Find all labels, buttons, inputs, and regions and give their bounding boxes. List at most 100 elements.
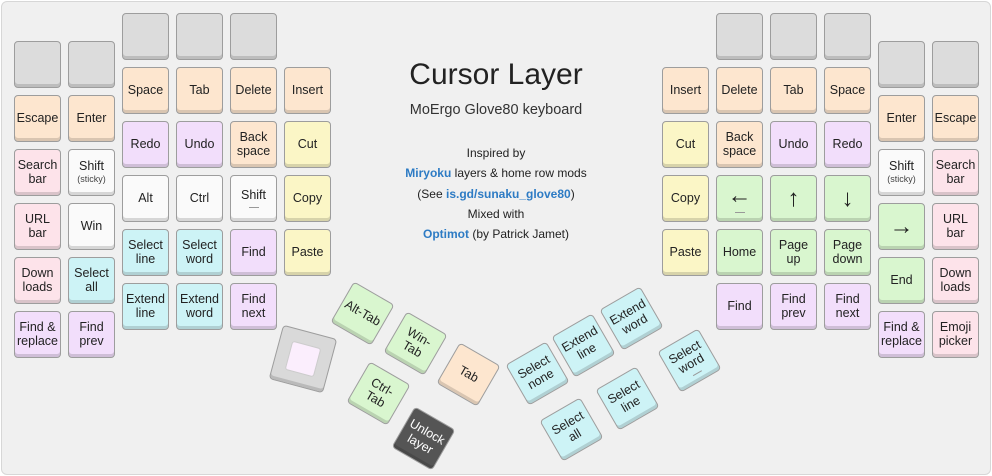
key-label: Insert <box>669 82 702 97</box>
key-label: Extend <box>126 292 165 307</box>
key-label: Select <box>182 238 217 253</box>
key-redo: Redo <box>122 121 169 168</box>
key-label: Select <box>74 266 109 281</box>
key-empty <box>824 13 871 60</box>
key-paste: Paste <box>662 229 709 276</box>
key-label: Page <box>832 238 863 253</box>
miryoku-link[interactable]: Miryoku <box>405 166 452 180</box>
key-label: Cut <box>297 136 318 151</box>
key-home: Home <box>716 229 763 276</box>
key-label: Home <box>722 244 757 259</box>
key-enter: Enter <box>878 95 925 142</box>
key-label: Back <box>725 130 754 145</box>
info-miryoku: Miryoku layers & home row mods <box>340 166 652 180</box>
key-left-arrow: ← <box>716 175 763 222</box>
key-end: End <box>878 257 925 304</box>
key-empty <box>878 41 925 88</box>
key-label: Find <box>781 292 806 307</box>
key-label: bar <box>28 171 47 186</box>
key-label: Paste <box>669 244 702 259</box>
key-label: Cut <box>675 136 696 151</box>
home-row-mark <box>734 212 745 213</box>
key-insert: Insert <box>662 67 709 114</box>
sunaku-link[interactable]: is.gd/sunaku_glove80 <box>445 187 571 201</box>
key-label: Find <box>727 298 752 313</box>
key-escape: Escape <box>932 95 979 142</box>
key-label: Down <box>939 266 972 281</box>
key-label: Redo <box>130 136 161 151</box>
info-see: (See is.gd/sunaku_glove80) <box>340 187 652 201</box>
key-label: Undo <box>184 136 215 151</box>
key-label: Insert <box>291 82 324 97</box>
key-empty <box>176 13 223 60</box>
key-label: Search <box>17 158 58 173</box>
key-space: Space <box>824 67 871 114</box>
key-label: Enter <box>76 110 107 125</box>
key-label: Redo <box>832 136 863 151</box>
key-empty <box>122 13 169 60</box>
miryoku-description: layers & home row mods <box>451 166 587 180</box>
key-label: Enter <box>886 110 917 125</box>
key-label: loads <box>940 279 971 294</box>
key-label: Find & <box>883 320 920 335</box>
key-label: line <box>135 305 156 320</box>
key-label: Shift <box>240 188 266 203</box>
info-inspired-by: Inspired by <box>340 146 652 160</box>
key-label: Shift <box>888 159 914 174</box>
key-tab: Tab <box>770 67 817 114</box>
key-delete: Delete <box>716 67 763 114</box>
optimot-link[interactable]: Optimot <box>422 227 469 241</box>
key-empty <box>68 41 115 88</box>
key-tab: Tab <box>176 67 223 114</box>
see-close-paren: ) <box>570 187 575 201</box>
key-down-arrow: ↓ <box>824 175 871 222</box>
key-sublabel: (sticky) <box>77 174 106 185</box>
key-label: Find <box>835 292 860 307</box>
key-label: Space <box>127 82 164 97</box>
key-enter: Enter <box>68 95 115 142</box>
key-cut: Cut <box>284 121 331 168</box>
key-win: Win <box>68 203 115 250</box>
key-label: all <box>85 279 98 294</box>
optimot-description: (by Patrick Jamet) <box>468 227 570 241</box>
key-label: Delete <box>235 82 272 97</box>
diagram-title: Cursor Layer <box>409 58 583 91</box>
key-empty <box>770 13 817 60</box>
key-label: URL <box>24 212 50 227</box>
key-label: picker <box>938 333 973 348</box>
key-label: Ctrl <box>189 190 210 205</box>
key-up-arrow: ↑ <box>770 175 817 222</box>
diagram-subtitle: MoErgo Glove80 keyboard <box>409 102 583 118</box>
key-redo: Redo <box>824 121 871 168</box>
key-label: Shift <box>78 159 104 174</box>
key-paste: Paste <box>284 229 331 276</box>
key-space: Space <box>122 67 169 114</box>
key-label: down <box>832 251 863 266</box>
info-optimot: Optimot (by Patrick Jamet) <box>340 227 652 241</box>
key-label: space <box>722 143 757 158</box>
key-label: Tab <box>189 82 210 97</box>
key-label: Find <box>79 320 104 335</box>
key-cut: Cut <box>662 121 709 168</box>
key-find: Find <box>716 283 763 330</box>
key-label: Down <box>21 266 54 281</box>
key-insert: Insert <box>284 67 331 114</box>
key-shift-sticky: Shift(sticky) <box>878 149 925 196</box>
key-label: → <box>889 212 914 240</box>
key-label: Select <box>128 238 163 253</box>
